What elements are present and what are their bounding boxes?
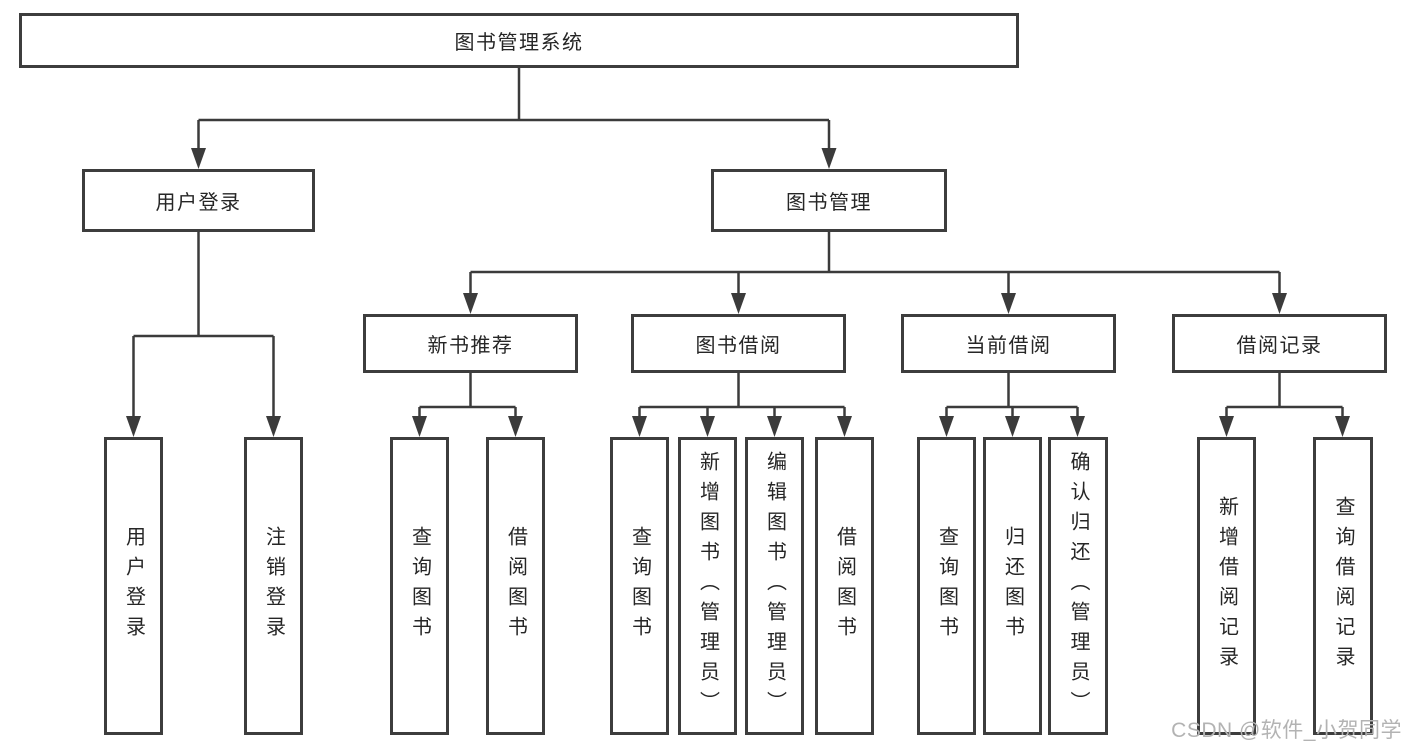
node-label: 归还图书 [1001, 526, 1024, 646]
node-label: 用户登录 [122, 526, 145, 646]
leaf-query-books-borrow: 查询图书 [610, 437, 669, 735]
node-label: 新增借阅记录 [1215, 496, 1238, 676]
node-label: 注销登录 [262, 526, 285, 646]
leaf-query-borrow-record: 查询借阅记录 [1313, 437, 1373, 735]
leaf-confirm-return-admin: 确认归还（管理员） [1048, 437, 1108, 735]
leaf-add-borrow-record: 新增借阅记录 [1197, 437, 1256, 735]
node-label: 查询借阅记录 [1332, 496, 1354, 676]
leaf-borrow-books-recommend: 借阅图书 [486, 437, 545, 735]
node-book-management: 图书管理 [711, 169, 947, 232]
watermark-text: CSDN @软件_小贺同学 [1171, 719, 1402, 742]
leaf-logout: 注销登录 [244, 437, 303, 735]
leaf-return-book: 归还图书 [983, 437, 1042, 735]
node-label: 查询图书 [628, 526, 651, 646]
leaf-edit-book-admin: 编辑图书（管理员） [745, 437, 804, 735]
node-label: 查询图书 [935, 526, 958, 646]
node-label: 图书管理 [786, 192, 872, 214]
node-label: 图书借阅 [695, 335, 782, 357]
leaf-query-books-current: 查询图书 [917, 437, 976, 735]
leaf-user-login: 用户登录 [104, 437, 163, 735]
node-label: 新书推荐 [427, 335, 514, 357]
node-user-login: 用户登录 [82, 169, 315, 232]
leaf-borrow-books: 借阅图书 [815, 437, 874, 735]
node-label: 借阅记录 [1236, 335, 1323, 357]
node-label: 图书管理系统 [454, 32, 584, 54]
node-library-system: 图书管理系统 [19, 13, 1019, 68]
node-borrowing-records: 借阅记录 [1172, 314, 1387, 373]
leaf-add-book-admin: 新增图书（管理员） [678, 437, 737, 735]
node-label: 当前借阅 [965, 335, 1052, 357]
node-label: 借阅图书 [833, 526, 856, 646]
node-label: 借阅图书 [504, 526, 527, 646]
leaf-query-books-recommend: 查询图书 [390, 437, 449, 735]
node-label: 查询图书 [408, 526, 431, 646]
node-label: 用户登录 [155, 192, 242, 214]
node-label: 确认归还（管理员） [1067, 451, 1089, 721]
node-label: 新增图书（管理员） [696, 451, 719, 721]
node-current-borrowing: 当前借阅 [901, 314, 1116, 373]
node-book-borrowing: 图书借阅 [631, 314, 846, 373]
node-new-book-recommend: 新书推荐 [363, 314, 578, 373]
node-label: 编辑图书（管理员） [763, 451, 786, 721]
